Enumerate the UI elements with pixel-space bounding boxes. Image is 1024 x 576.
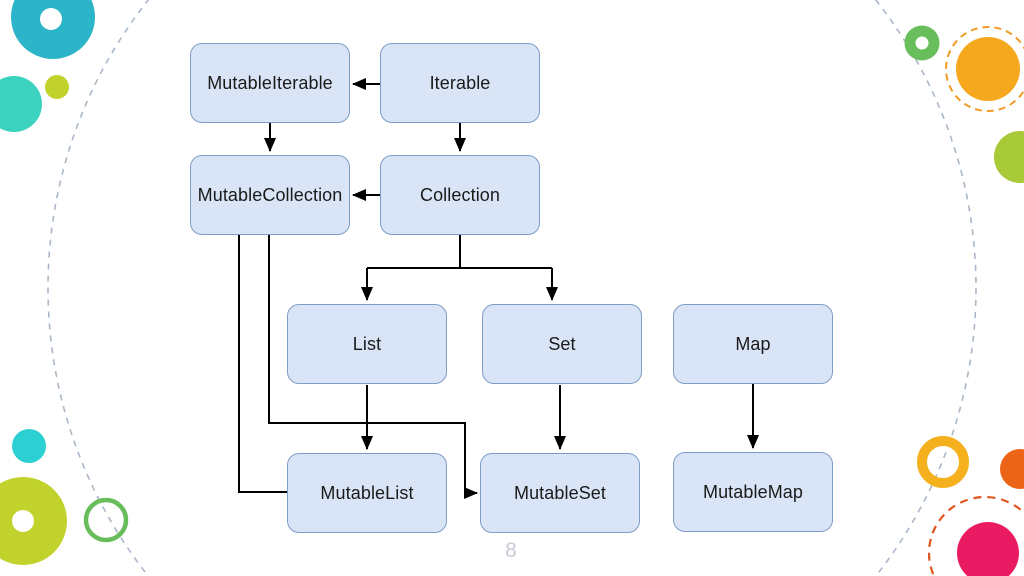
edge-mutablecollection-to-mutablelist (238, 235, 289, 493)
node-map: Map (673, 304, 833, 384)
node-collection: Collection (380, 155, 540, 235)
node-iterable: Iterable (380, 43, 540, 123)
decor-chartreuse-dot (45, 75, 69, 99)
decor-pink-circle (957, 522, 1019, 576)
node-label: List (352, 333, 382, 354)
decor-green-donut-hole (915, 36, 929, 50)
node-mutable-iterable: MutableIterable (190, 43, 350, 123)
node-label: Collection (419, 184, 501, 205)
node-label: MutableSet (513, 482, 607, 503)
decor-turquoise-dot (12, 429, 46, 463)
node-label: Map (735, 333, 771, 354)
edge-collection-branch (367, 235, 552, 269)
decor-turquoise-circle (0, 76, 42, 132)
node-mutable-collection: MutableCollection (190, 155, 350, 235)
node-list: List (287, 304, 447, 384)
page-number: 8 (505, 539, 517, 562)
edge-mutablecollection-to-mutableset (268, 235, 478, 499)
node-mutable-map: MutableMap (673, 452, 833, 532)
node-label: MutableIterable (207, 72, 333, 93)
node-mutable-set: MutableSet (480, 453, 640, 533)
decor-chartreuse-donut-hole (12, 510, 34, 532)
node-label: MutableList (320, 482, 414, 503)
decor-orange-circle (956, 37, 1020, 101)
decor-olive-circle (994, 131, 1024, 183)
decor-red-orange-dot (1000, 449, 1024, 489)
node-label: Iterable (429, 72, 491, 93)
node-label: MutableCollection (197, 184, 343, 205)
decor-pink-dashed-ring (927, 495, 1024, 576)
decor-yellow-ring (917, 436, 969, 488)
decor-orange-dashed-ring (945, 26, 1024, 112)
node-mutable-list: MutableList (287, 453, 447, 533)
decor-green-ring (83, 497, 129, 543)
big-dashed-circle (47, 0, 977, 576)
node-label: MutableMap (702, 481, 804, 502)
node-label: Set (548, 333, 576, 354)
diagram-edges (238, 78, 759, 499)
decor-teal-donut-hole (40, 8, 62, 30)
node-set: Set (482, 304, 642, 384)
